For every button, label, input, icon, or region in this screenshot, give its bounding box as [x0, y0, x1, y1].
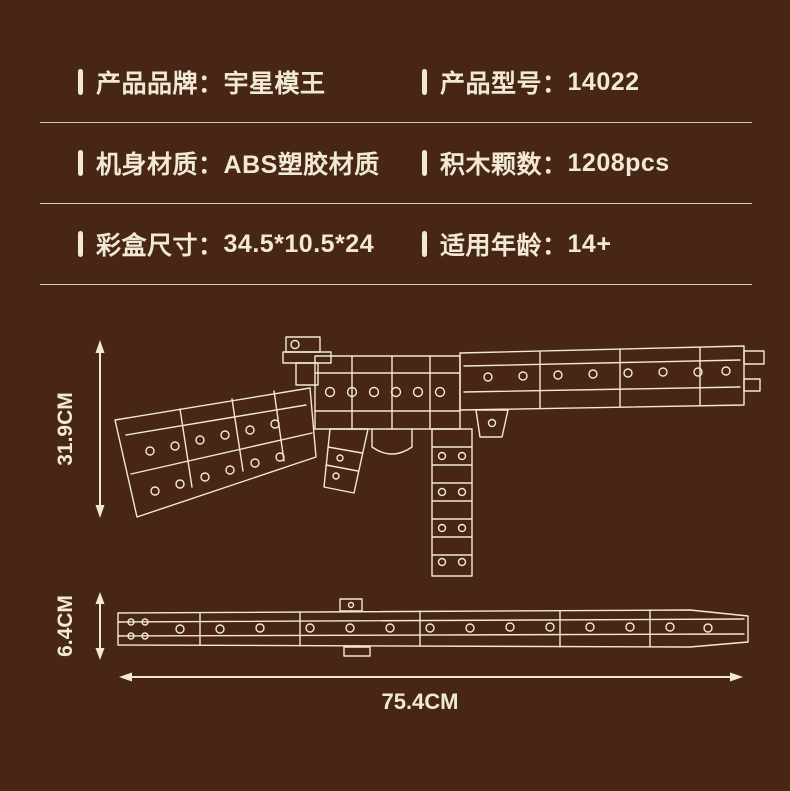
- spec-box-size-label: 彩盒尺寸：: [96, 232, 224, 260]
- spec-table: 产品品牌： 宇星模王 产品型号： 14022 机身材质： ABS塑胶材质 积木颗…: [40, 42, 752, 285]
- accent-bar-icon: [422, 231, 427, 257]
- length-label: 75.4CM: [381, 689, 458, 714]
- spec-pieces-label: 积木颗数：: [440, 151, 568, 179]
- spec-row-1: 产品品牌： 宇星模王 产品型号： 14022: [40, 42, 752, 122]
- accent-bar-icon: [78, 231, 83, 257]
- arrow-right-icon: [730, 672, 743, 682]
- spec-model-value: 14022: [567, 67, 640, 96]
- spec-material: 机身材质： ABS塑胶材质: [40, 145, 422, 181]
- side-height-label: 31.9CM: [54, 392, 77, 466]
- spec-material-value: ABS塑胶材质: [223, 151, 380, 179]
- gun-side-view-illustration: [114, 336, 765, 577]
- spec-age-label: 适用年龄：: [440, 232, 568, 260]
- spec-pieces: 积木颗数： 1208pcs: [422, 145, 752, 181]
- arrow-up-icon: [95, 592, 105, 604]
- spec-material-label: 机身材质：: [96, 151, 224, 179]
- accent-bar-icon: [78, 69, 83, 95]
- accent-bar-icon: [422, 150, 427, 176]
- spec-divider: [40, 203, 752, 204]
- spec-box-size-value: 34.5*10.5*24: [223, 229, 375, 258]
- spec-divider: [40, 122, 752, 123]
- spec-age: 适用年龄： 14+: [422, 226, 752, 262]
- accent-bar-icon: [422, 69, 427, 95]
- spec-model-label: 产品型号：: [440, 70, 568, 98]
- spec-row-2: 机身材质： ABS塑胶材质 积木颗数： 1208pcs: [40, 123, 752, 203]
- length-dimension-arrow: 75.4CM: [119, 672, 743, 714]
- top-height-label: 6.4CM: [54, 595, 77, 657]
- arrow-up-icon: [95, 340, 105, 353]
- gun-top-view-illustration: [117, 598, 749, 657]
- spec-brand-label: 产品品牌：: [96, 70, 224, 98]
- height-dimension-arrow: 31.9CM: [54, 340, 105, 518]
- arrow-left-icon: [119, 672, 132, 682]
- spec-brand: 产品品牌： 宇星模王: [40, 64, 422, 100]
- arrow-down-icon: [95, 505, 105, 518]
- spec-row-3: 彩盒尺寸： 34.5*10.5*24 适用年龄： 14+: [40, 204, 752, 284]
- spec-brand-value: 宇星模王: [223, 70, 326, 98]
- spec-model: 产品型号： 14022: [422, 64, 752, 100]
- arrow-down-icon: [95, 648, 105, 660]
- spec-age-value: 14+: [567, 229, 612, 258]
- spec-divider: [40, 284, 752, 285]
- spec-pieces-value: 1208pcs: [567, 148, 670, 177]
- product-illustration: 31.9CM 6.4CM 75.4CM: [54, 336, 765, 714]
- spec-box-size: 彩盒尺寸： 34.5*10.5*24: [40, 226, 422, 262]
- accent-bar-icon: [78, 150, 83, 176]
- thickness-dimension-arrow: 6.4CM: [54, 592, 105, 660]
